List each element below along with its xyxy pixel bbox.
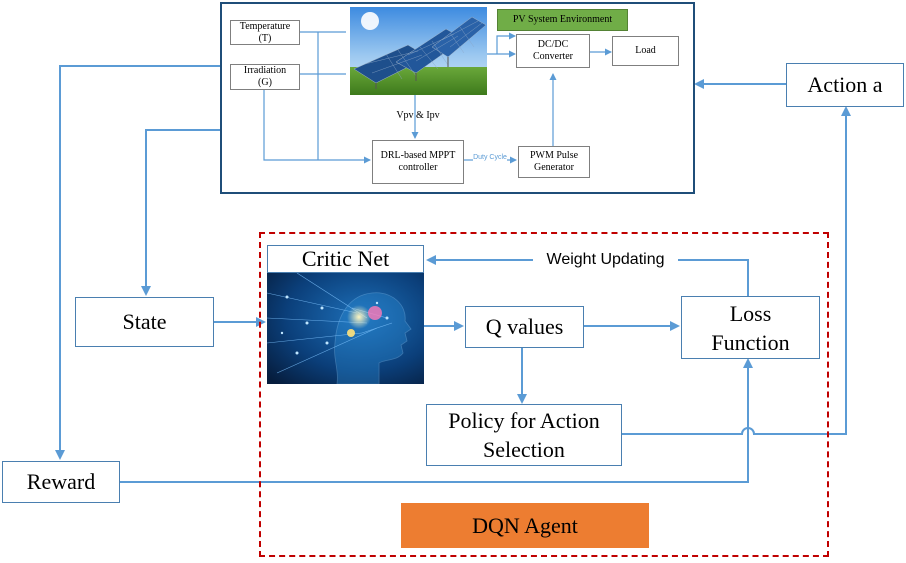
duty-cycle-label: Duty Cycle — [470, 154, 510, 161]
pv-env-label-text: PV System Environment — [512, 14, 613, 25]
duty-cycle-text: Duty Cycle — [473, 154, 507, 161]
weight-updating-label: Weight Updating — [533, 249, 678, 271]
vpv-ipv-text: Vpv & Ipv — [396, 110, 440, 121]
pv-system-frame — [220, 2, 695, 194]
dcdc-converter-box: DC/DC Converter — [516, 34, 590, 68]
state-box: State — [75, 297, 214, 347]
irradiation-label: Irradiation (G) — [243, 65, 287, 88]
action-label: Action a — [807, 72, 883, 97]
dqn-agent-text: DQN Agent — [472, 512, 578, 538]
mppt-controller-box: DRL-based MPPT controller — [372, 140, 464, 184]
policy-box: Policy for Action Selection — [426, 404, 622, 466]
pwm-label: PWM Pulse Generator — [529, 150, 579, 173]
temperature-box: Temperature (T) — [230, 20, 300, 45]
vpv-ipv-label: Vpv & Ipv — [388, 110, 448, 121]
q-values-label: Q values — [485, 314, 564, 339]
temperature-label: Temperature (T) — [239, 20, 291, 44]
pv-env-label: PV System Environment — [497, 9, 628, 31]
load-label: Load — [635, 45, 656, 56]
irradiation-box: Irradiation (G) — [230, 64, 300, 90]
pwm-generator-box: PWM Pulse Generator — [518, 146, 590, 178]
q-values-box: Q values — [465, 306, 584, 348]
critic-net-image — [267, 273, 424, 384]
action-box: Action a — [786, 63, 904, 107]
weight-updating-text: Weight Updating — [546, 251, 665, 268]
dqn-agent-label: DQN Agent — [401, 503, 649, 548]
dcdc-label: DC/DC Converter — [533, 39, 573, 62]
critic-net-label: Critic Net — [301, 246, 390, 271]
dqn-agent-frame — [259, 232, 829, 557]
critic-net-title: Critic Net — [267, 245, 424, 273]
reward-box: Reward — [2, 461, 120, 503]
policy-label: Policy for Action Selection — [448, 408, 600, 462]
solar-panel-image — [350, 7, 487, 95]
reward-label: Reward — [26, 469, 96, 494]
loss-function-label: Loss Function — [711, 300, 790, 355]
mppt-label: DRL-based MPPT controller — [380, 150, 456, 173]
loss-function-box: Loss Function — [681, 296, 820, 359]
load-box: Load — [612, 36, 679, 66]
state-label: State — [122, 309, 167, 334]
